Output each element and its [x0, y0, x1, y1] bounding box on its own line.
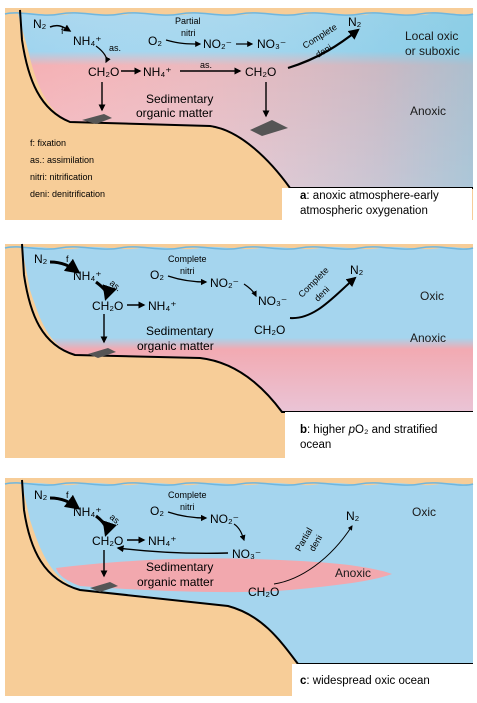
ch2o-right-label-a: CH₂O	[245, 65, 276, 79]
zone-top-1-a: Local oxic	[405, 29, 458, 43]
assimilation-label-a: as.	[109, 43, 121, 53]
caption-line2-b: ocean	[300, 439, 331, 451]
partial-label-a: Partial	[175, 16, 201, 26]
arrow-assimilation-b	[95, 280, 117, 301]
caption-line1-c: c: widespread oxic ocean	[300, 675, 430, 687]
nh4-mid-label-c: NH₄⁺	[148, 534, 177, 548]
sea-surface-c	[4, 482, 474, 486]
nitri-label-c: nitri	[180, 502, 195, 512]
arrow-assimilation-c	[95, 514, 117, 537]
anoxic-lens-c	[56, 558, 392, 593]
caption-box-c	[292, 664, 473, 696]
zone-bottom-b: Anoxic	[410, 331, 446, 345]
o2-label-c: O₂	[150, 504, 164, 518]
no3-label-b: NO₃⁻	[258, 294, 287, 308]
sediment-label-2-a: organic matter	[136, 106, 213, 120]
fixation-label-c: f	[66, 490, 69, 500]
nh4-top-label-b: NH₄⁺	[73, 269, 102, 283]
arrow-partial-deni-c	[273, 525, 353, 585]
organic-deposit-c	[90, 582, 118, 592]
legend-assimilation: as.: assimilation	[30, 155, 94, 165]
nh4-mid-label-b: NH₄⁺	[148, 299, 177, 313]
n2-left-label-b: N₂	[34, 252, 48, 266]
caption-line2-a: atmospheric oxygenation	[300, 205, 428, 217]
water-column-b	[22, 246, 473, 412]
zone-top-2-a: or suboxic	[405, 44, 460, 58]
no3-label-a: NO₃⁻	[257, 37, 286, 51]
ch2o-low-label-b: CH₂O	[254, 323, 285, 337]
ch2o-label-c: CH₂O	[92, 534, 123, 548]
arrow-complete-nitri-c	[167, 511, 208, 522]
arrow-partial-nitri-a	[165, 39, 202, 47]
no2-label-a: NO₂⁻	[203, 37, 232, 51]
seafloor-a	[19, 9, 473, 189]
nh4-top-label-c: NH₄⁺	[73, 505, 102, 519]
seafloor-b	[21, 243, 473, 413]
n2-right-label-b: N₂	[350, 263, 364, 277]
assimilation2-label-a: as.	[200, 60, 212, 70]
complete-nitri-label-b: Complete	[168, 254, 207, 264]
sediment-label-2-c: organic matter	[137, 575, 214, 589]
organic-deposit-a1	[82, 114, 112, 124]
fixation-label-b: f	[66, 254, 69, 264]
zone-bottom-a: Anoxic	[410, 104, 446, 118]
arrow-complete-deni-a	[287, 28, 360, 70]
organic-deposit-b	[88, 348, 116, 358]
complete-nitri-label-c: Complete	[168, 490, 207, 500]
panel-c: N₂ f NH₄⁺ as. CH₂O NH₄⁺ O₂ Complete nitr…	[4, 478, 474, 696]
n2-left-label-c: N₂	[34, 488, 48, 502]
arrow-no2-no3-c	[233, 523, 246, 542]
arrow-complete-deni-b	[289, 276, 357, 320]
nitri-label-b: nitri	[180, 266, 195, 276]
arrow-complete-nitri-b	[167, 275, 208, 286]
zone-top-c: Oxic	[412, 505, 436, 519]
no2-label-b: NO₂⁻	[210, 276, 239, 290]
no2-label-c: NO₂⁻	[210, 512, 239, 526]
caption-box-b	[285, 412, 473, 458]
ch2o-label-a: CH₂O	[88, 65, 119, 79]
nh4-top-label-a: NH₄⁺	[73, 34, 102, 48]
sediment-label-1-c: Sedimentary	[146, 560, 213, 574]
ch2o-low-label-c: CH₂O	[248, 585, 279, 599]
sediment-label-2-b: organic matter	[137, 339, 214, 353]
zone-anoxic-c: Anoxic	[335, 566, 371, 580]
sea-surface-a	[4, 12, 474, 16]
organic-deposit-a2	[250, 120, 288, 136]
o2-label-a: O₂	[148, 34, 162, 48]
sea-surface-b	[4, 246, 474, 250]
caption-box-a	[282, 188, 472, 220]
nitri-label-a: nitri	[181, 28, 196, 38]
ch2o-label-b: CH₂O	[92, 299, 123, 313]
n2-right-label-c: N₂	[346, 509, 360, 523]
panel-a: N₂ f NH₄⁺ as. CH₂O NH₄⁺ as. CH₂O O₂ Part…	[4, 8, 474, 220]
seafloor-c	[21, 479, 473, 665]
sediment-label-1-b: Sedimentary	[146, 324, 213, 338]
arrow-fixation-c	[49, 494, 81, 510]
legend-fixation: f: fixation	[30, 138, 66, 148]
fixation-label-a: f	[61, 26, 64, 36]
arrow-fixation-a	[49, 24, 72, 32]
arrow-fixation-b	[49, 258, 81, 274]
arrow-no3-assim-c	[116, 545, 229, 554]
arrow-no2-no3-b	[243, 283, 257, 298]
caption-line1-b: b: higher pO₂ and stratified	[300, 424, 437, 436]
sediment-label-1-a: Sedimentary	[146, 92, 213, 106]
n2-left-label-a: N₂	[33, 17, 47, 31]
no3-label-c: NO₃⁻	[232, 547, 261, 561]
o2-label-b: O₂	[150, 268, 164, 282]
legend-nitrification: nitri: nitrification	[30, 172, 93, 182]
zone-top-b: Oxic	[420, 289, 444, 303]
panel-b: N₂ f NH₄⁺ as. CH₂O NH₄⁺ O₂ Complete nitr…	[4, 243, 474, 458]
n2-right-label-a: N₂	[348, 15, 362, 29]
nh4-mid-label-a: NH₄⁺	[143, 65, 172, 79]
caption-line1-a: a: anoxic atmosphere-early	[300, 190, 439, 202]
legend-denitrification: deni: denitrification	[30, 189, 105, 199]
arrow-assimilation-a	[95, 45, 111, 64]
